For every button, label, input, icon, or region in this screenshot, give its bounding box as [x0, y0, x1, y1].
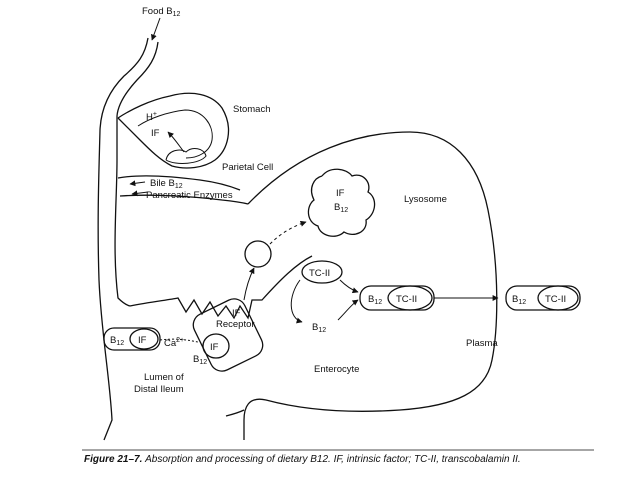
bile-arrow [129, 180, 146, 187]
tc2-free-circle [301, 260, 343, 284]
vesicle-to-lysosome-arrow [269, 220, 307, 245]
pancreatic-arrow [131, 190, 149, 197]
label-b12-bound: B12 [193, 354, 207, 366]
lumen-if-circle [129, 328, 159, 350]
complex-tc2-circle [387, 285, 433, 311]
caption-text: Absorption and processing of dietary B12… [145, 454, 521, 465]
tc2-to-b12-path [290, 279, 303, 324]
figure-caption: Figure 21–7. Absorption and processing o… [84, 454, 624, 465]
parietal-cell-shape [165, 148, 207, 164]
label-lumen-if: IF [138, 335, 147, 346]
label-plasma: Plasma [466, 338, 498, 349]
label-if-receptor-2: Receptor [216, 319, 255, 330]
label-lumen-b12: B12 [110, 335, 124, 347]
label-enterocyte: Enterocyte [314, 364, 359, 375]
label-ca: Ca2+ [164, 337, 184, 349]
if-secretion-arrow [167, 131, 185, 153]
gi-tract-left-wall [97, 37, 149, 441]
tc2-to-complex-arrow [339, 279, 359, 294]
label-lysosome: Lysosome [404, 194, 447, 205]
label-if-receptor-1: IF [232, 308, 241, 319]
label-food: Food B12 [142, 6, 181, 18]
lumen-complex-box [103, 327, 161, 351]
label-if-lysosome: IF [336, 188, 345, 199]
label-plasma-b12: B12 [512, 294, 526, 306]
enterocyte-outline [243, 131, 498, 440]
receptor-to-vesicle-arrow [243, 267, 255, 301]
plasma-tc2-circle [537, 285, 579, 311]
label-complex-tc2: TC-II [396, 294, 417, 305]
label-bile: Bile B12 [150, 178, 183, 190]
label-plasma-tc2: TC-II [545, 294, 566, 305]
label-b12-lysosome: B12 [334, 202, 348, 214]
intestine-loop-upper [117, 175, 241, 191]
label-pancreatic: Pancreatic Enzymes [146, 190, 233, 201]
gi-tract-right-wall [114, 41, 159, 307]
label-h-plus: H+ [146, 111, 157, 123]
label-stomach: Stomach [233, 104, 271, 115]
stomach-inner [137, 109, 213, 159]
label-lumen-1: Lumen of [144, 372, 184, 383]
stomach-outline [117, 92, 230, 169]
label-if-bound: IF [210, 342, 219, 353]
endosome-vesicle [244, 240, 272, 268]
receptor-if-circle [202, 333, 230, 359]
enterocyte-lower-edge [225, 409, 245, 417]
lumen-to-receptor-arrow [159, 338, 199, 343]
label-if-stomach: IF [151, 128, 160, 139]
intestine-loop-lower [119, 194, 249, 205]
label-lumen-2: Distal Ileum [134, 384, 184, 395]
b12-to-complex-arrow [337, 299, 359, 321]
caption-figure-number: Figure 21–7. [84, 454, 143, 465]
lysosome-shape [307, 168, 376, 237]
label-parietal-cell: Parietal Cell [222, 162, 273, 173]
plasma-complex-box [505, 285, 581, 311]
label-b12-free: B12 [312, 322, 326, 334]
label-tc2-free: TC-II [309, 268, 330, 279]
microvilli [129, 255, 313, 320]
food-entry-arrow [151, 17, 161, 41]
label-complex-b12: B12 [368, 294, 382, 306]
